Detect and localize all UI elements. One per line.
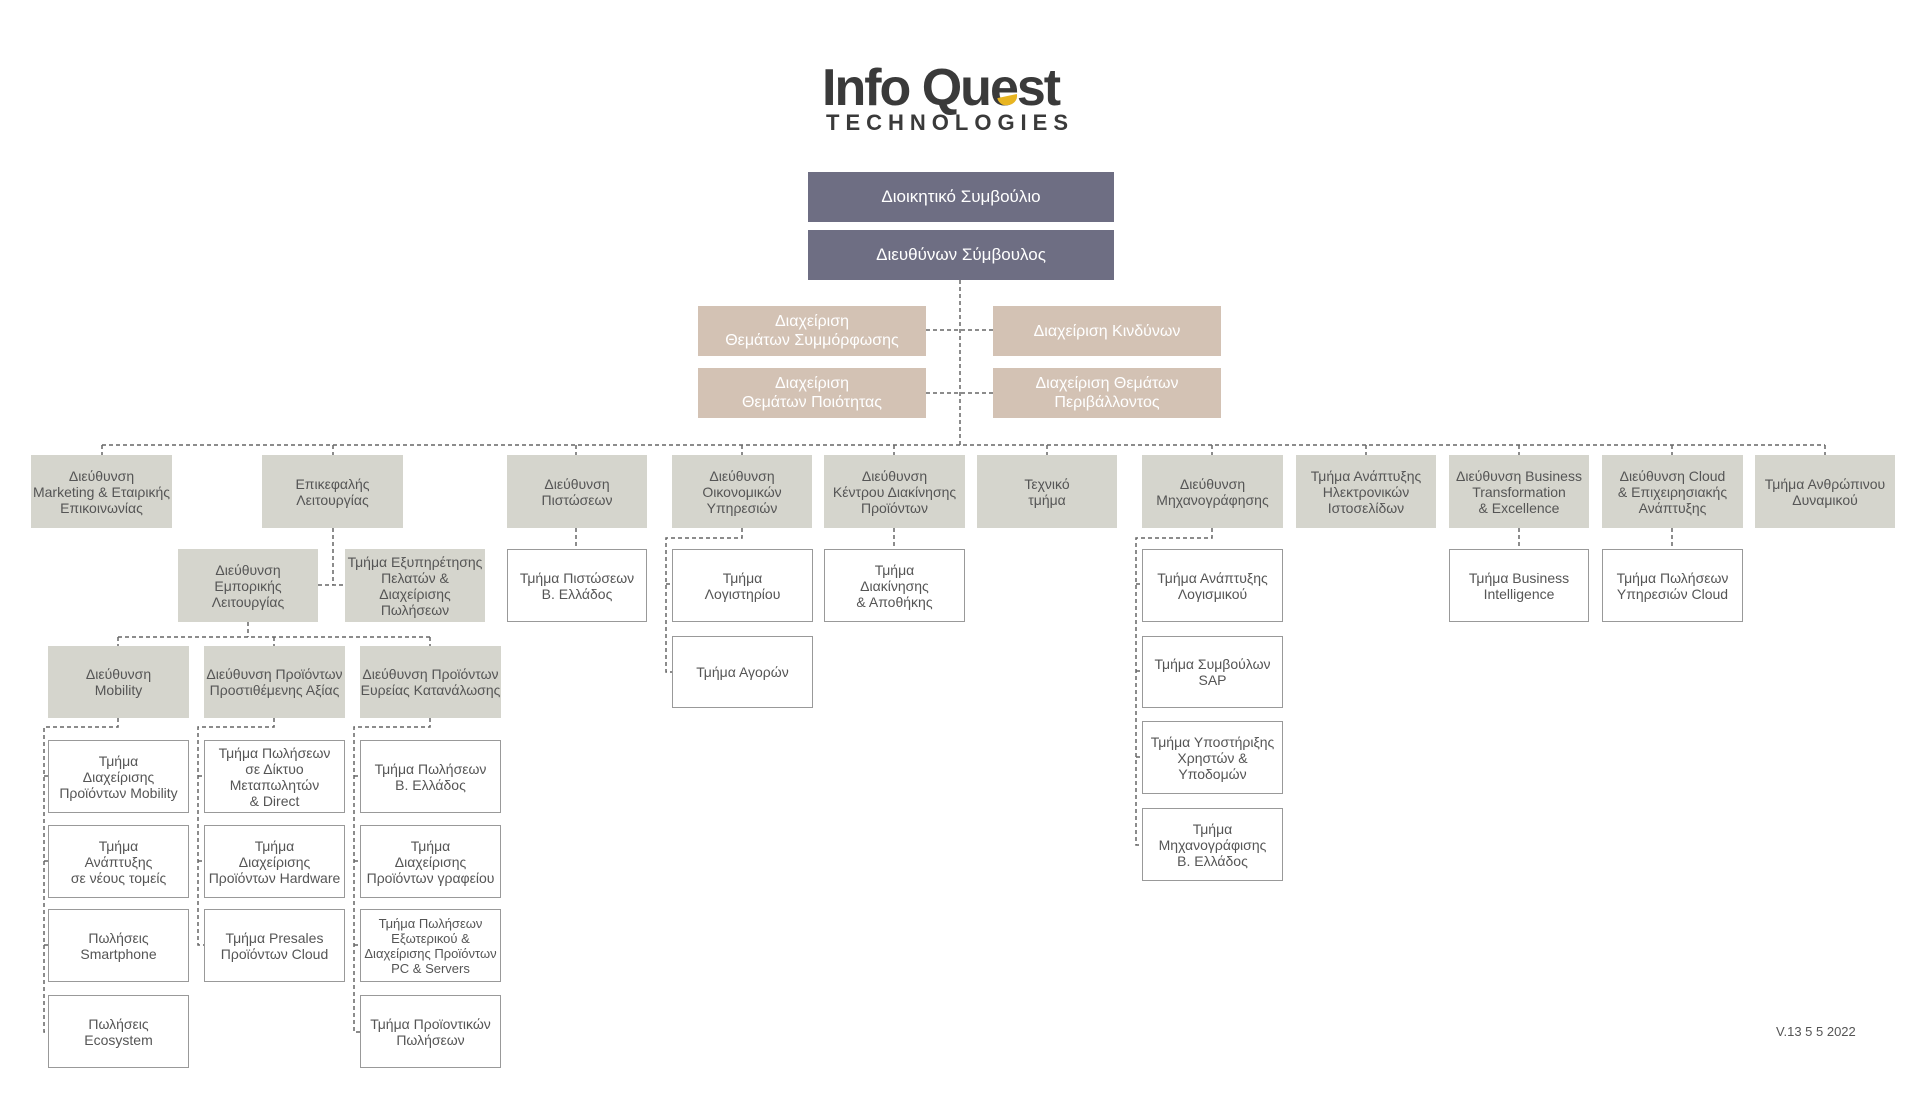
division-it: Διεύθυνση Μηχανογράφησης bbox=[1142, 455, 1283, 528]
division-credit: Διεύθυνση Πιστώσεων bbox=[507, 455, 647, 528]
dept-sap-consultants: Τμήμα Συμβούλων SAP bbox=[1142, 636, 1283, 708]
dept-distribution-warehouse: Τμήμα Διακίνησης & Αποθήκης bbox=[824, 549, 965, 622]
dept-mobility-products: Τμήμα Διαχείρισης Προϊόντων Mobility bbox=[48, 740, 189, 813]
dept-credit-north-greece: Τμήμα Πιστώσεων Β. Ελλάδος bbox=[507, 549, 647, 622]
dept-ecosystem-sales: Πωλήσεις Ecosystem bbox=[48, 995, 189, 1068]
division-hr: Τμήμα Ανθρώπινου Δυναμικού bbox=[1755, 455, 1895, 528]
dept-north-greece-sales: Τμήμα Πωλήσεων Β. Ελλάδος bbox=[360, 740, 501, 813]
board-of-directors-box: Διοικητικό Συμβούλιο bbox=[808, 172, 1114, 222]
dept-business-intelligence: Τμήμα Business Intelligence bbox=[1449, 549, 1589, 622]
division-finance: Διεύθυνση Οικονομικών Υπηρεσιών bbox=[672, 455, 812, 528]
dept-user-infrastructure-support: Τμήμα Υποστήριξης Χρηστών & Υποδομών bbox=[1142, 721, 1283, 794]
logo-wordmark: Info Quest bbox=[822, 59, 1061, 117]
division-value-added-products: Διεύθυνση Προϊόντων Προστιθέμενης Αξίας bbox=[204, 646, 345, 718]
division-marketing: Διεύθυνση Marketing & Εταιρικής Επικοινω… bbox=[31, 455, 172, 528]
ceo-box: Διευθύνων Σύμβουλος bbox=[808, 230, 1114, 280]
dept-cloud-presales: Τμήμα Presales Προϊόντων Cloud bbox=[204, 909, 345, 982]
logo-subtitle: TECHNOLOGIES bbox=[826, 110, 1075, 135]
connector-it-depts bbox=[1135, 528, 1213, 846]
company-logo: Info Quest TECHNOLOGIES bbox=[822, 60, 1102, 138]
division-business-transformation: Διεύθυνση Business Transformation & Exce… bbox=[1449, 455, 1589, 528]
division-operations-head: Επικεφαλής Λειτουργίας bbox=[262, 455, 403, 528]
dept-reseller-sales: Τμήμα Πωλήσεων σε Δίκτυο Μεταπωλητών & D… bbox=[204, 740, 345, 813]
connector-consumer-depts bbox=[353, 718, 431, 1033]
connector-vap-depts bbox=[197, 718, 275, 946]
division-web-development: Τμήμα Ανάπτυξης Ηλεκτρονικών Ιστοσελίδων bbox=[1296, 455, 1436, 528]
division-commercial-operations: Διεύθυνση Εμπορικής Λειτουργίας bbox=[178, 549, 318, 622]
dept-mobility-new-sectors: Τμήμα Ανάπτυξης σε νέους τομείς bbox=[48, 825, 189, 898]
division-cloud: Διεύθυνση Cloud & Επιχειρησιακής Ανάπτυξ… bbox=[1602, 455, 1743, 528]
division-mobility: Διεύθυνση Mobility bbox=[48, 646, 189, 718]
division-technical: Τεχνικό τμήμα bbox=[977, 455, 1117, 528]
dept-product-sales: Τμήμα Προϊοντικών Πωλήσεων bbox=[360, 995, 501, 1068]
quality-management-box: Διαχείριση Θεμάτων Ποιότητας bbox=[698, 368, 926, 418]
risk-management-box: Διαχείριση Κινδύνων bbox=[993, 306, 1221, 356]
division-customer-service: Τμήμα Εξυπηρέτησης Πελατών & Διαχείρισης… bbox=[345, 549, 485, 622]
dept-smartphone-sales: Πωλήσεις Smartphone bbox=[48, 909, 189, 982]
compliance-management-box: Διαχείριση Θεμάτων Συμμόρφωσης bbox=[698, 306, 926, 356]
division-consumer-products: Διεύθυνση Προϊόντων Ευρείας Κατανάλωσης bbox=[360, 646, 501, 718]
environment-management-box: Διαχείριση Θεμάτων Περιβάλλοντος bbox=[993, 368, 1221, 418]
dept-software-development: Τμήμα Ανάπτυξης Λογισμικού bbox=[1142, 549, 1283, 622]
dept-it-north-greece: Τμήμα Μηχανογράφισης Β. Ελλάδος bbox=[1142, 808, 1283, 881]
connector-finance-depts bbox=[665, 528, 743, 673]
dept-export-pc-servers: Τμήμα Πωλήσεων Εξωτερικού & Διαχείρισης … bbox=[360, 909, 501, 982]
dept-purchasing: Τμήμα Αγορών bbox=[672, 636, 813, 708]
division-logistics: Διεύθυνση Κέντρου Διακίνησης Προϊόντων bbox=[824, 455, 965, 528]
dept-hardware-products: Τμήμα Διαχείρισης Προϊόντων Hardware bbox=[204, 825, 345, 898]
dept-accounting: Τμήμα Λογιστηρίου bbox=[672, 549, 813, 622]
version-label: V.13 5 5 2022 bbox=[1776, 1024, 1856, 1039]
dept-office-products: Τμήμα Διαχείρισης Προϊόντων γραφείου bbox=[360, 825, 501, 898]
dept-cloud-services-sales: Τμήμα Πωλήσεων Υπηρεσιών Cloud bbox=[1602, 549, 1743, 622]
